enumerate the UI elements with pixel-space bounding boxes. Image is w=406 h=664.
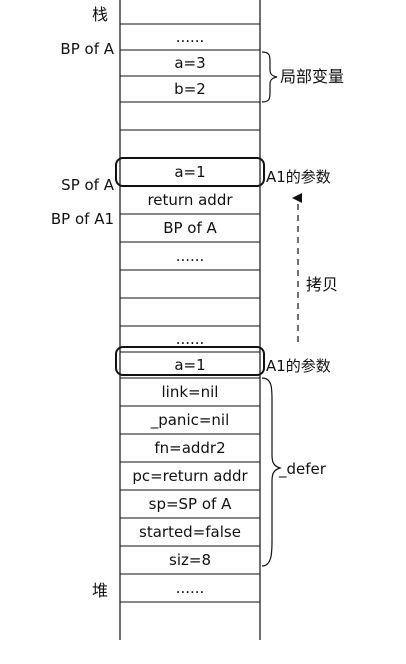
a1-params-label-bottom: A1的参数 [266,357,331,375]
bp-of-a1-label: BP of A1 [51,210,114,228]
stack-cell: ...... [176,330,205,348]
stack-cell: started=false [139,523,241,541]
copy-label: 拷贝 [306,275,338,294]
stack-cell: return addr [147,191,233,209]
defer-brace [261,377,282,567]
stack-cell: a=1 [174,356,205,374]
stack-cell: b=2 [174,80,206,98]
stack-cells: ...... a=3 b=2 a=1 return addr BP of A.......… [132,28,248,597]
stack-region-label: 栈 [92,5,108,24]
stack-cell: sp=SP of A [149,495,232,513]
stack-cell: _panic=nil [150,411,230,430]
stack-cell: a=3 [174,54,205,72]
stack-cell: ...... [176,247,205,265]
stack-cell: a=1 [174,163,205,181]
locals-label: 局部变量 [280,67,344,86]
stack-cell: fn=addr2 [154,439,225,457]
stack-cell: link=nil [162,383,219,401]
heap-region-label: 堆 [92,581,108,600]
a1-param-highlight-top [115,157,265,187]
bp-of-a-label: BP of A [60,40,114,58]
cell-dividers [120,23,260,603]
defer-label: _defer [278,460,327,479]
sp-of-a-label: SP of A [61,176,115,194]
stack-cell: ...... [176,28,205,46]
stack-cell: BP of A [163,219,217,237]
a1-params-label-top: A1的参数 [266,168,331,186]
stack-cell: siz=8 [169,551,211,569]
locals-brace [261,51,278,103]
stack-cell: pc=return addr [132,467,248,485]
a1-param-highlight-bottom [115,346,265,376]
stack-cell: ...... [176,579,205,597]
